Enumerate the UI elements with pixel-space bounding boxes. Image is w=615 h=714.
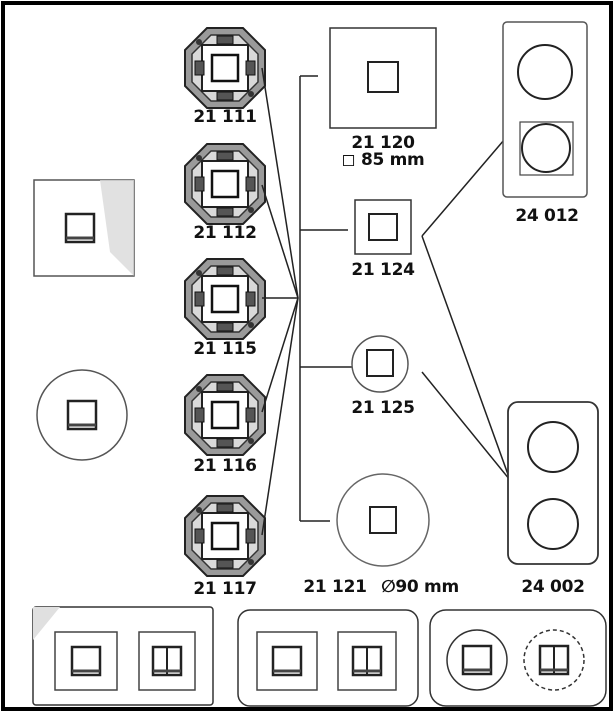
- cover-bus: [299, 75, 352, 522]
- cover-21121: [336, 473, 430, 567]
- mechanism-connectors: [261, 67, 299, 536]
- label-21116: 21 116: [193, 456, 256, 476]
- label-24002: 24 002: [521, 577, 584, 597]
- label-21120: 21 120: [351, 133, 415, 153]
- frame-24012: [502, 21, 588, 198]
- mechanism-21117-icon: [183, 494, 267, 578]
- square-cover-icon: [64, 212, 96, 244]
- frame-connectors: [421, 139, 511, 481]
- mechanism-21112-icon: [183, 142, 267, 226]
- example-square-cover: [33, 179, 135, 277]
- cover-21120: [329, 27, 437, 129]
- label-21121: 21 121: [303, 577, 366, 597]
- label-21125: 21 125: [351, 398, 414, 418]
- label-21112: 21 112: [193, 223, 256, 243]
- frame-24002: [507, 401, 599, 565]
- double-frame-rounded-icon: [237, 609, 419, 707]
- mechanism-21115-icon: [183, 257, 267, 341]
- double-frame-square-icon: [32, 606, 214, 706]
- mechanism-21111-icon: [183, 26, 267, 110]
- round-cover-icon: [66, 399, 98, 431]
- size-21120: ◻ 85 mm: [342, 150, 425, 170]
- example-round-cover: [36, 369, 128, 461]
- label-21111: 21 111: [193, 107, 256, 127]
- label-24012: 24 012: [515, 206, 578, 226]
- mechanism-21116-icon: [183, 373, 267, 457]
- size-21121: ∅90 mm: [381, 577, 459, 597]
- label-21115: 21 115: [193, 339, 256, 359]
- label-21117: 21 117: [193, 579, 256, 599]
- label-21124: 21 124: [351, 260, 415, 280]
- double-frame-round-icon: [429, 609, 607, 707]
- cover-21124: [354, 199, 412, 255]
- cover-21125: [351, 335, 409, 393]
